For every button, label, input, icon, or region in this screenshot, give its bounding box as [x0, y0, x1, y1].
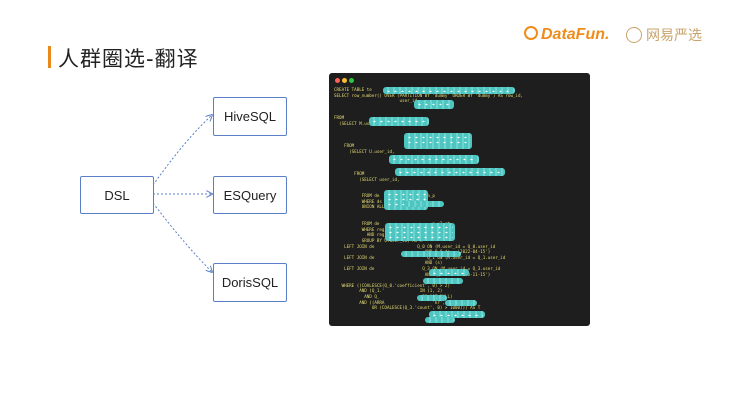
redaction-mark — [429, 311, 485, 318]
code-line: LEFT JOIN de Q_3 ON (M.user_id = Q_3.use… — [334, 266, 501, 271]
esquery-box: ESQuery — [213, 176, 287, 214]
redaction-mark — [401, 251, 461, 257]
slide-title: 人群圈选-翻译 — [58, 47, 199, 71]
code-line: FROM — [334, 142, 355, 148]
code-line: FROM de fa_p — [361, 193, 435, 199]
arrow-to-hivesql — [152, 115, 212, 186]
code-line: AND (Q_1.' IN (1, 2) — [334, 288, 443, 294]
code-line: FROM — [334, 114, 345, 120]
arrow-to-dorissql — [152, 202, 212, 272]
datafun-logo-icon — [524, 26, 538, 40]
sql-code-window: CREATE TABLE te 1004 STORED AS PARQUET A… — [329, 73, 590, 326]
redaction-mark — [414, 100, 454, 109]
code-line: SELECT row_number() OVER (PARTITION BY '… — [334, 92, 524, 98]
redaction-mark — [423, 278, 463, 284]
redaction-mark — [383, 87, 515, 94]
datafun-logo: DataFun. — [524, 26, 609, 44]
redaction-mark — [385, 223, 455, 241]
code-line: user_id, — [334, 98, 420, 104]
code-line: LEFT JOIN de Q_0 ON (M.user_id = Q_0.use… — [334, 243, 496, 249]
yanxuan-logo-text: 网易严选 — [646, 28, 702, 44]
redaction-mark — [417, 295, 447, 301]
datafun-logo-text: DataFun. — [541, 26, 610, 43]
code-line: FROM — [334, 170, 365, 176]
code-line: OR (COALESCE(Q_3.'count', 0) > 1000))) A… — [334, 305, 481, 311]
yanxuan-logo-icon — [626, 27, 642, 43]
redaction-mark — [395, 168, 505, 176]
redaction-mark — [429, 269, 469, 276]
dorissql-box: DorisSQL — [213, 263, 287, 302]
code-line: (SELECT user_id, — [334, 176, 400, 182]
title-accent-bar — [48, 46, 51, 68]
redaction-mark — [384, 190, 428, 210]
redaction-mark — [404, 133, 472, 149]
redaction-mark — [445, 300, 477, 306]
code-line: LEFT JOIN de Q_1 ON (M.user_id = Q_1.use… — [334, 254, 506, 260]
yanxuan-logo: 网易严选 — [626, 25, 702, 45]
redaction-mark — [425, 317, 455, 323]
dsl-box: DSL — [80, 176, 154, 214]
window-maximize-dot — [349, 78, 354, 83]
redaction-mark — [369, 117, 429, 126]
redaction-mark — [404, 201, 444, 207]
redaction-mark — [389, 155, 479, 164]
hivesql-box: HiveSQL — [213, 97, 287, 136]
code-line: (SELECT U.user_id, — [334, 148, 395, 154]
window-close-dot — [335, 78, 340, 83]
code-line: WHERE ((COALESCE(Q_0.'coefficient', 0) >… — [334, 282, 450, 288]
window-minimize-dot — [342, 78, 347, 83]
code-line: AND (s) — [334, 260, 443, 266]
